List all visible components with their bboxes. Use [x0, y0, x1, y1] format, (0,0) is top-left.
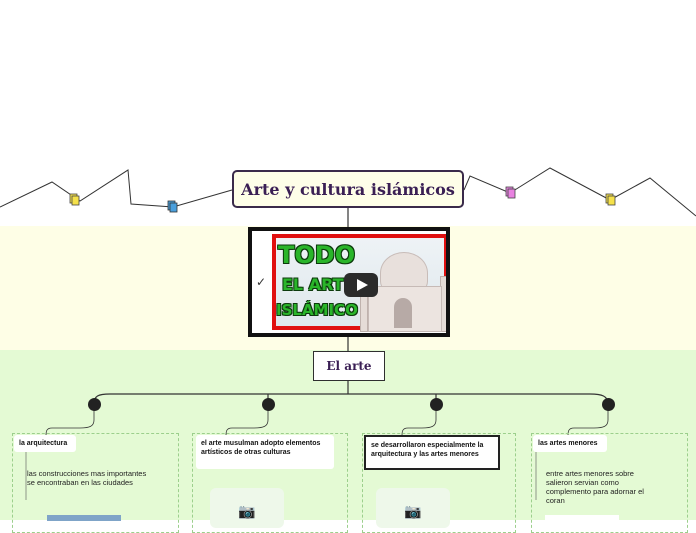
note-icon	[506, 187, 515, 198]
camera-icon: 📷	[404, 504, 421, 520]
image-placeholder[interactable]: 📷	[376, 488, 450, 528]
note-icon	[70, 194, 79, 205]
image-placeholder[interactable]: 📷	[210, 488, 284, 528]
note-icon	[168, 201, 177, 212]
video-title-line3: ISLÁMICO	[276, 301, 358, 319]
video-frame: TODO EL ARTE ISLÁMICO ✓	[252, 231, 446, 333]
root-topic-title: Arte y cultura islámicos	[241, 180, 455, 199]
image-placeholder-bar	[545, 515, 619, 521]
branch-dot[interactable]	[262, 398, 275, 411]
branch-label-desarrollo[interactable]: se desarrollaron especialmente la arquit…	[364, 435, 500, 470]
branch-dot[interactable]	[602, 398, 615, 411]
zigzag-line-right	[464, 168, 696, 216]
note-icon	[606, 194, 615, 205]
subtopic-title: El arte	[326, 359, 371, 373]
image-placeholder-bar	[47, 515, 121, 521]
subtopic-el-arte[interactable]: El arte	[313, 351, 385, 381]
branch-label-culturas[interactable]: el arte musulman adopto elementos artíst…	[196, 435, 334, 469]
root-topic[interactable]: Arte y cultura islámicos	[232, 170, 464, 208]
branch-dot[interactable]	[88, 398, 101, 411]
play-icon[interactable]	[344, 273, 378, 297]
branch-bar	[94, 394, 608, 404]
branch-label-artes-menores[interactable]: las artes menores	[533, 435, 607, 452]
note-artes-menores: entre artes menores sobre salieron servi…	[546, 469, 662, 505]
branch-label-arquitectura[interactable]: la arquitectura	[14, 435, 76, 452]
note-arquitectura: las construcciones mas importantes se en…	[27, 469, 149, 487]
branch-dot[interactable]	[430, 398, 443, 411]
zigzag-line-left	[0, 170, 232, 207]
video-thumbnail[interactable]: TODO EL ARTE ISLÁMICO ✓	[248, 227, 450, 337]
camera-icon: 📷	[238, 504, 255, 520]
video-title-line1: TODO	[278, 241, 355, 269]
check-icon: ✓	[256, 275, 266, 289]
